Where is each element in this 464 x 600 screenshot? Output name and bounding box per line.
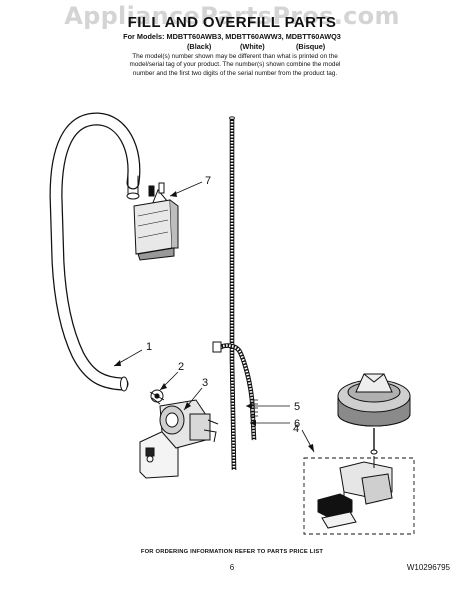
- model-note-line: model/serial tag of your product. The nu…: [129, 61, 341, 69]
- fill-hose: [49, 112, 141, 392]
- ordering-note: FOR ORDERING INFORMATION REFER TO PARTS …: [140, 549, 324, 555]
- color-black: (Black): [187, 42, 212, 51]
- callout-5: 5: [294, 401, 300, 413]
- models-line: For Models: MDBTT60AWB3, MDBTT60AWW3, MD…: [123, 32, 341, 41]
- inlet-valve: [139, 397, 219, 479]
- model-note: The model(s) number shown may be differe…: [112, 53, 358, 78]
- float: [337, 373, 411, 455]
- color-bisque: (Bisque): [296, 42, 326, 51]
- model-note-line: number and the first two digits of the s…: [132, 69, 338, 77]
- callout-4: 4: [293, 423, 299, 435]
- callout-7: 7: [205, 175, 211, 187]
- callout-3: 3: [202, 377, 208, 389]
- callout-6: 6: [294, 418, 300, 430]
- color-white: (White): [240, 42, 265, 51]
- float-switch: [303, 456, 415, 535]
- vent-tube: [212, 116, 258, 471]
- callout-arrowheads: [114, 191, 314, 452]
- page-title: FILL AND OVERFILL PARTS: [127, 14, 337, 31]
- model-note-line: The model(s) number shown may be differe…: [132, 53, 338, 60]
- fitting: [149, 389, 165, 403]
- page-number: 6: [229, 563, 235, 572]
- callout-2: 2: [178, 361, 184, 373]
- callout-1: 1: [146, 341, 152, 353]
- watermark: AppliancePartsPros.com: [64, 2, 400, 30]
- doc-number: W10296795: [406, 563, 450, 572]
- air-break: [133, 182, 179, 261]
